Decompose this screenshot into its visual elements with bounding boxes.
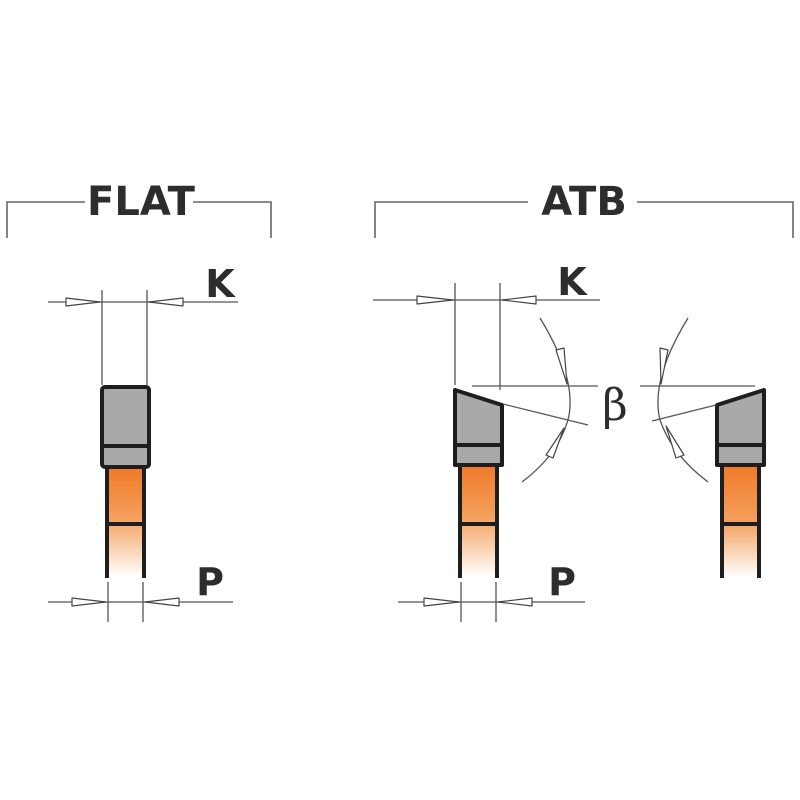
beta-label: β: [602, 380, 627, 431]
atb-k-dimension: K: [373, 260, 600, 390]
flat-k-label: K: [205, 262, 236, 306]
flat-k-dimension: K: [48, 262, 238, 385]
flat-p-arrow-right: [144, 597, 180, 607]
flat-p-dimension: P: [48, 560, 233, 622]
atb-k-arrow-right: [501, 295, 537, 305]
beta-right-arrow-top: [659, 347, 669, 385]
atb-right-carbide-tip: [715, 388, 766, 467]
atb-tooth-right: [715, 388, 766, 578]
atb-p-arrow-left: [423, 597, 460, 607]
atb-bracket: [374, 201, 528, 238]
atb-label: ATB: [541, 179, 627, 225]
flat-p-label: P: [196, 560, 224, 604]
beta-right-arrow-bottom: [665, 425, 685, 459]
atb-bracket-right: [637, 201, 794, 238]
flat-section: FLAT K P: [6, 179, 272, 622]
flat-k-arrow-left: [65, 297, 101, 307]
flat-p-arrow-left: [71, 597, 107, 607]
beta-left-arrow-top: [555, 347, 568, 385]
atb-p-arrow-right: [497, 597, 533, 607]
flat-tooth: [100, 385, 151, 578]
flat-k-arrow-right: [148, 297, 184, 307]
atb-p-dimension: P: [398, 560, 585, 622]
flat-bracket: [6, 201, 85, 238]
flat-carbide-tip: [100, 385, 151, 469]
atb-p-label: P: [548, 560, 576, 604]
flat-bracket-right: [193, 201, 272, 238]
flat-label: FLAT: [87, 179, 196, 225]
atb-section: ATB K: [373, 179, 794, 622]
beta-left-arrow-bottom: [545, 427, 565, 459]
atb-k-arrow-left: [416, 295, 454, 305]
beta-angle-right: [640, 317, 755, 483]
beta-angle-left: [472, 317, 598, 483]
atb-left-carbide-tip: [453, 388, 504, 467]
atb-tooth-left: [453, 388, 504, 578]
atb-k-label: K: [557, 260, 588, 304]
